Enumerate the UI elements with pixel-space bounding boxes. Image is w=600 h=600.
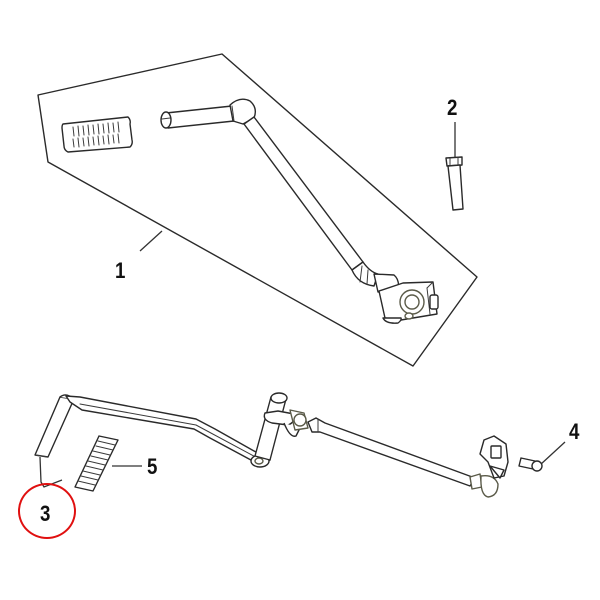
callout-5[interactable]: 5 <box>147 454 158 479</box>
callout-2[interactable]: 2 <box>447 95 458 120</box>
callout-1[interactable]: 1 <box>115 258 126 283</box>
callout-4[interactable]: 4 <box>569 419 580 444</box>
assembly-1-outline <box>37 53 478 367</box>
bolt-2 <box>445 122 464 211</box>
bolt-4 <box>518 441 566 472</box>
kick-start-lever <box>160 98 439 324</box>
kick-pedal-rubber <box>61 116 133 153</box>
shift-lever <box>34 392 509 498</box>
rubber-pad-5 <box>74 435 142 492</box>
highlight-circle-callout-3 <box>18 483 76 539</box>
leader-1 <box>139 230 163 252</box>
